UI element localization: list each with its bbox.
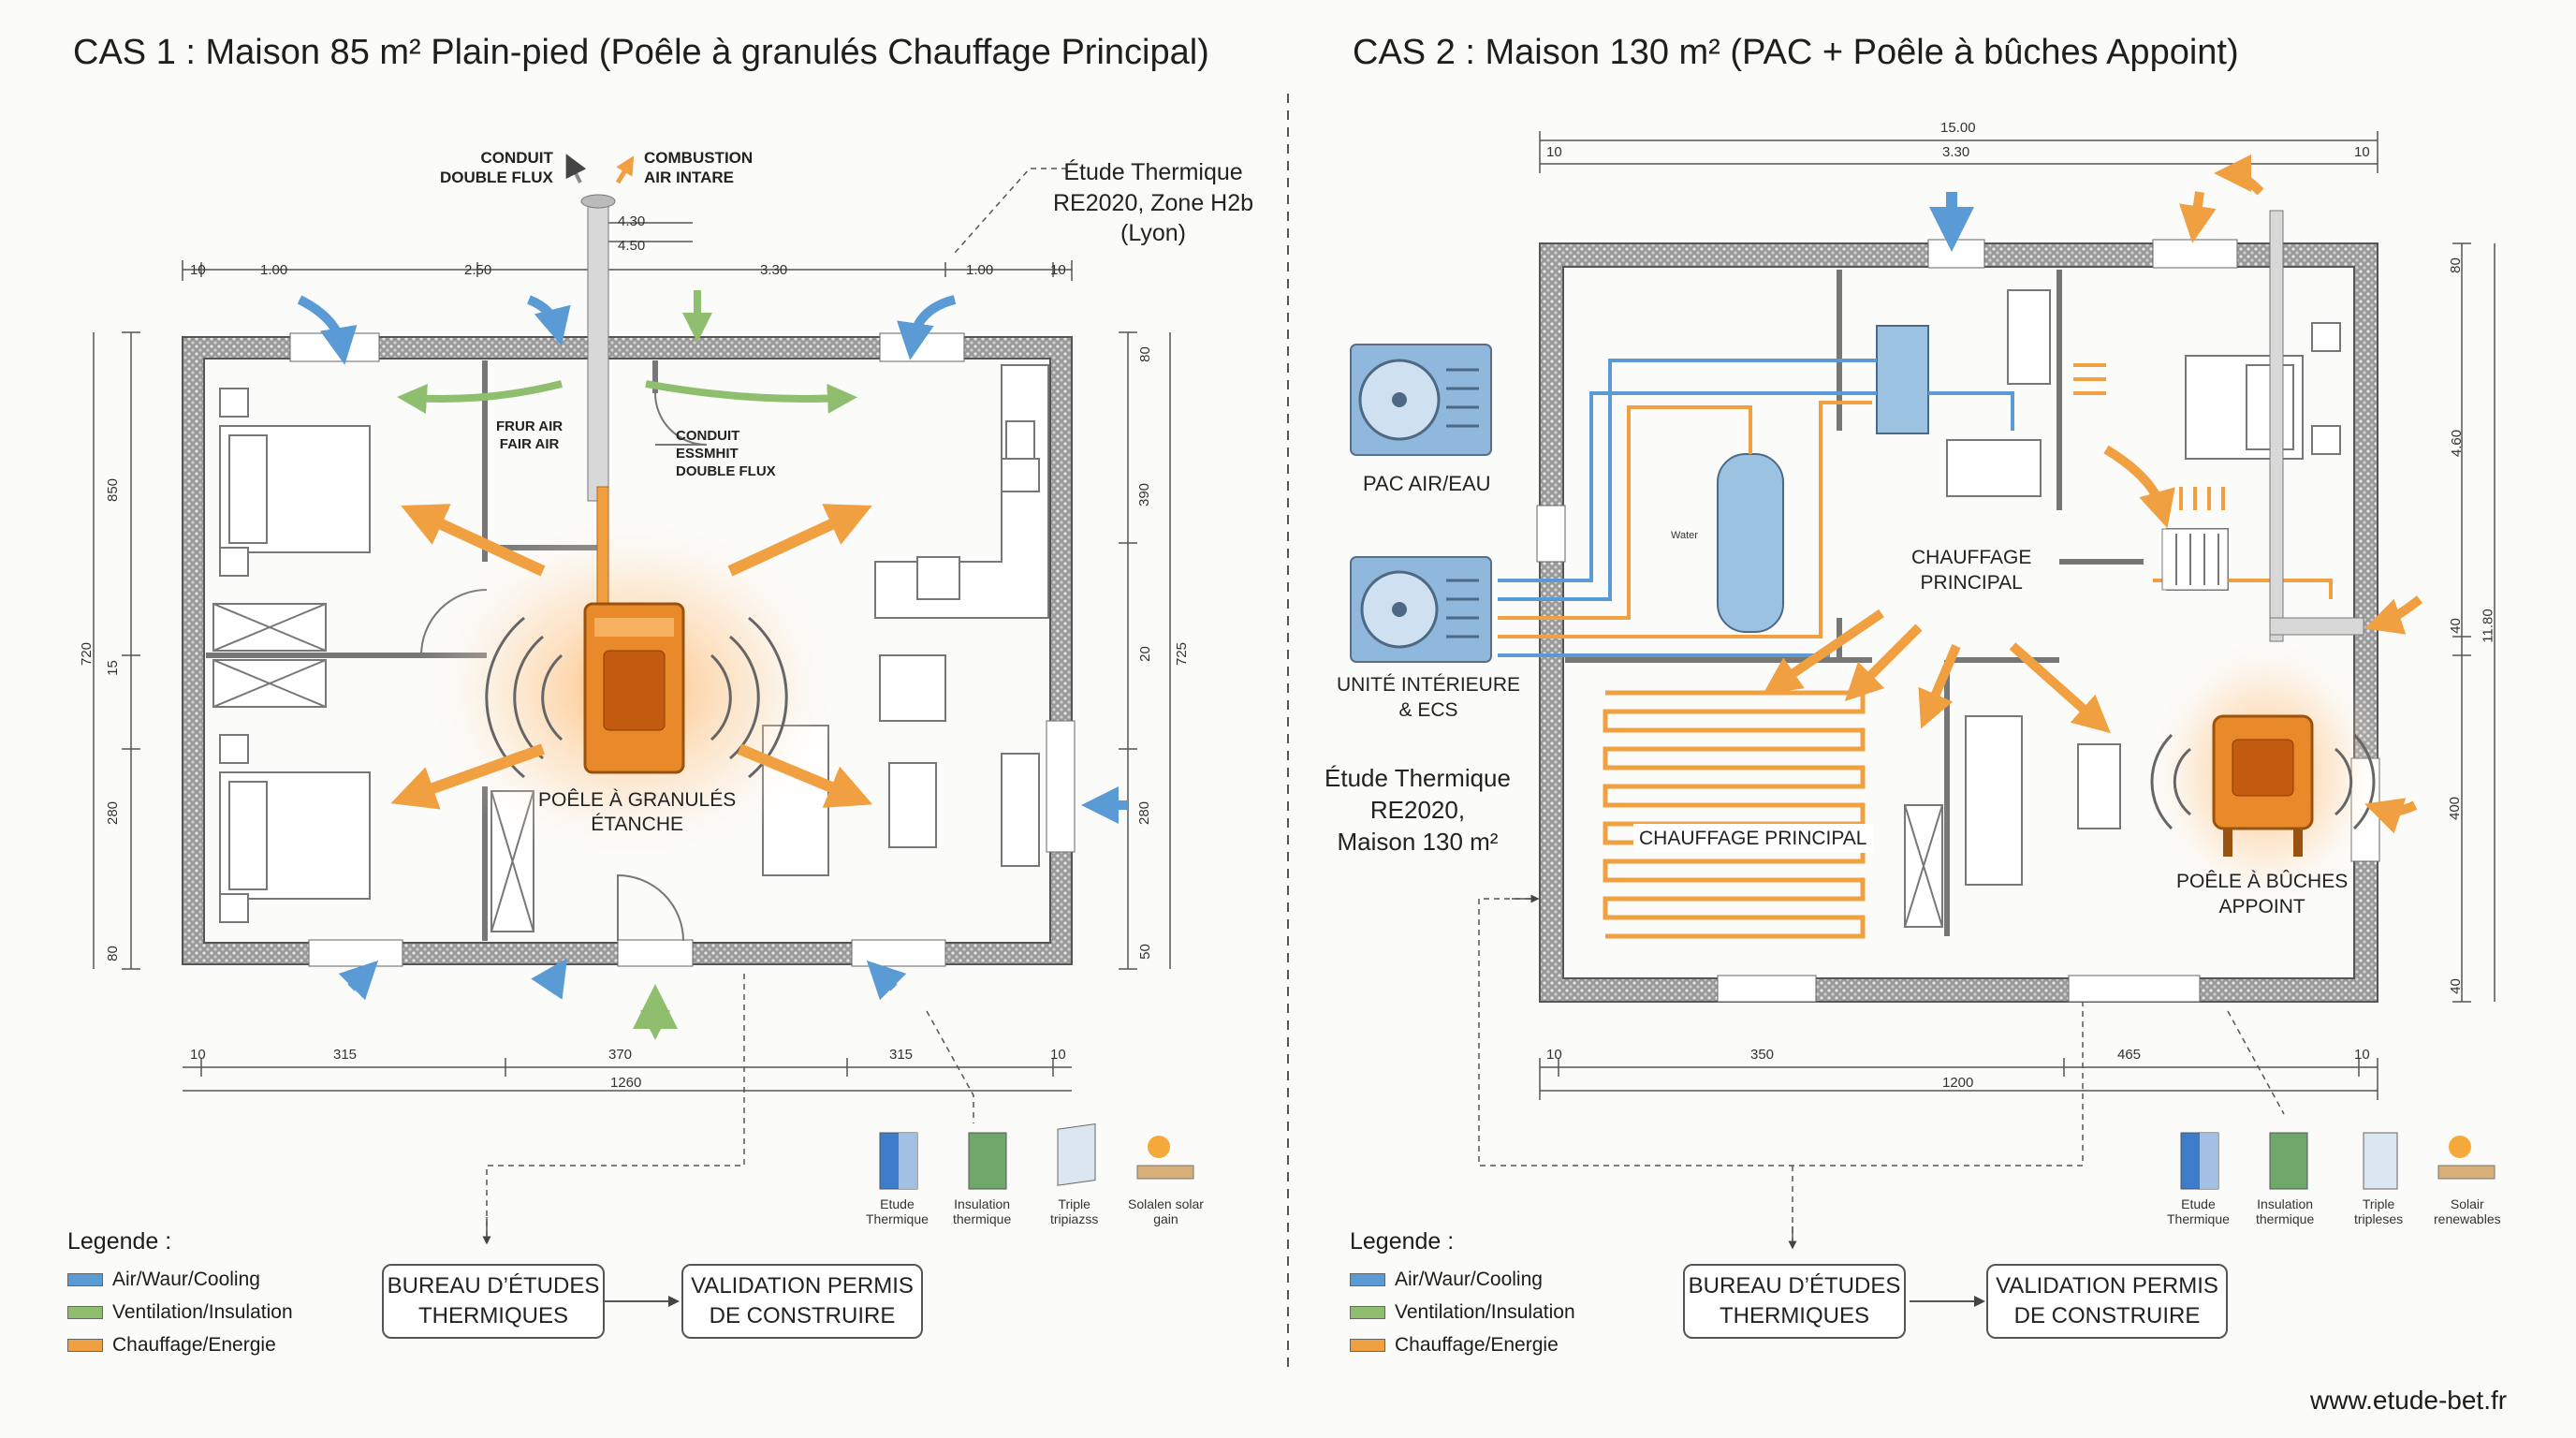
dim2-right-3: 11.80 [2480, 609, 2496, 643]
case2-material-0: Etude Thermique [2167, 1196, 2230, 1227]
dim2-top-3: 10 [2354, 144, 2370, 160]
dim-top-4: 1.00 [966, 262, 994, 278]
legend-title-case2: Legende : [1350, 1228, 1455, 1255]
dim-top-2: 2.50 [464, 262, 492, 278]
dim-right-3: 725 [1174, 641, 1191, 667]
dim-right-5: 50 [1136, 944, 1153, 960]
dim2-top-1: 3.30 [1942, 144, 1970, 160]
case2-title: CAS 2 : Maison 130 m² (PAC + Poêle à bûc… [1353, 33, 2239, 72]
dim-left-1: 720 [79, 641, 95, 667]
label-pac-air-eau: PAC AIR/EAU [1363, 472, 1491, 495]
dim-top-3: 3.30 [760, 262, 788, 278]
dim2-top-0: 15.00 [1940, 120, 1976, 136]
dim2-right-2: 40 [2447, 618, 2464, 634]
dim-bottom-2: 370 [608, 1047, 633, 1063]
legend-item-air: Air/Waur/Cooling [67, 1269, 260, 1291]
case2-validation-permis-box: VALIDATION PERMIS DE CONSTRUIRE [1986, 1264, 2228, 1339]
case2-bureau-etudes-box: BUREAU D’ÉTUDES THERMIQUES [1683, 1264, 1906, 1339]
dim-right-2: 20 [1136, 646, 1153, 662]
label-chauffage-principal-floor: CHAUFFAGE PRINCIPAL [1633, 824, 1873, 854]
case1-material-0: Etude Thermique [866, 1196, 929, 1227]
case1-bureau-etudes-box: BUREAU D’ÉTUDES THERMIQUES [382, 1264, 605, 1339]
case2-material-2: Triple tripleses [2354, 1196, 2404, 1227]
pellet-stove-icon [583, 602, 685, 774]
label-water: Water [1671, 530, 1698, 541]
dim-bottom-0: 10 [190, 1047, 206, 1063]
case1-material-2: Triple tripiazss [1050, 1196, 1099, 1227]
dim-bottom-3: 315 [889, 1047, 914, 1063]
label-conduit-double-flux: CONDUIT DOUBLE FLUX [440, 149, 553, 187]
legend-label-ventilation: Ventilation/Insulation [112, 1301, 293, 1323]
label-poele-buches: POÊLE À BÛCHES APPOINT [2176, 871, 2349, 918]
dim-chimney-0: 4.30 [618, 213, 646, 229]
dim-left-4: 80 [104, 946, 121, 961]
dim2-top-2: 10 [1546, 144, 1562, 160]
case2-material-3: Solair renewables [2434, 1196, 2501, 1227]
case2-plan [1350, 131, 2496, 1307]
dim-right-1: 390 [1136, 482, 1153, 507]
dim2-bottom-1: 350 [1750, 1047, 1775, 1063]
dim2-right-4: 400 [2447, 796, 2464, 821]
case1-material-3: Solalen solar gain [1128, 1196, 1204, 1227]
legend2-label-air: Air/Waur/Cooling [1395, 1269, 1543, 1290]
legend-title-case1: Legende : [67, 1228, 172, 1255]
case1-material-1: Insulation thermique [953, 1196, 1012, 1227]
case1-plan [93, 154, 1194, 1307]
label-combustion-air: COMBUSTION AIR INTARE [644, 149, 754, 187]
dim-total-bottom-case1: 1260 [610, 1075, 642, 1091]
label-conduit-essmhit: CONDUIT ESSMHIT DOUBLE FLUX [676, 428, 776, 479]
legend-item-chauffage: Chauffage/Energie [67, 1334, 276, 1357]
dim-right-0: 80 [1136, 346, 1153, 362]
legend2-swatch-orange [1350, 1339, 1385, 1352]
case1-material-icons [879, 1123, 1194, 1190]
case2-material-icons [2180, 1132, 2496, 1190]
dim2-bottom-2: 465 [2117, 1047, 2142, 1063]
dim-right-4: 280 [1136, 800, 1153, 826]
legend2-swatch-green [1350, 1306, 1385, 1319]
dim2-bottom-0: 10 [1546, 1047, 1562, 1063]
legend-item-ventilation: Ventilation/Insulation [67, 1301, 293, 1324]
dim2-right-5: 40 [2447, 978, 2464, 994]
dim-chimney-1: 4.50 [618, 238, 646, 254]
dim-top-1: 1.00 [260, 262, 288, 278]
legend-swatch-green [67, 1306, 103, 1319]
dim2-right-0: 80 [2447, 257, 2464, 273]
dim2-right-1: 4.60 [2449, 429, 2466, 458]
label-chauffage-principal-center: CHAUFFAGE PRINCIPAL [1911, 547, 2032, 594]
label-frur-air: FRUR AIR FAIR AIR [496, 418, 564, 452]
dim2-bottom-3: 10 [2354, 1047, 2370, 1063]
legend2-label-chauffage: Chauffage/Energie [1395, 1334, 1559, 1356]
legend2-item-chauffage: Chauffage/Energie [1350, 1334, 1559, 1357]
legend-swatch-blue [67, 1273, 103, 1286]
pac-outdoor-unit-icon [1350, 344, 1492, 456]
case2-material-1: Insulation thermique [2256, 1196, 2315, 1227]
legend2-item-ventilation: Ventilation/Insulation [1350, 1301, 1575, 1324]
dim-top-0: 10 [190, 262, 206, 278]
legend-swatch-orange [67, 1339, 103, 1352]
indoor-unit-icon [1350, 556, 1492, 663]
dim-top-5: 10 [1050, 262, 1066, 278]
case1-title: CAS 1 : Maison 85 m² Plain-pied (Poêle à… [73, 33, 1209, 72]
legend-label-air: Air/Waur/Cooling [112, 1269, 260, 1290]
dim-bottom-4: 10 [1050, 1047, 1066, 1063]
dim-bottom-1: 315 [333, 1047, 358, 1063]
label-etude-thermique-case1: Étude Thermique RE2020, Zone H2b (Lyon) [1053, 159, 1254, 246]
legend2-label-ventilation: Ventilation/Insulation [1395, 1301, 1575, 1323]
legend2-item-air: Air/Waur/Cooling [1350, 1269, 1543, 1291]
footer-url[interactable]: www.etude-bet.fr [2310, 1386, 2508, 1415]
dim-left-0: 850 [105, 477, 122, 503]
legend-label-chauffage: Chauffage/Energie [112, 1334, 276, 1356]
dim-total-bottom-case2: 1200 [1942, 1075, 1974, 1091]
wood-stove-icon [2212, 714, 2314, 857]
case1-validation-permis-box: VALIDATION PERMIS DE CONSTRUIRE [681, 1264, 923, 1339]
label-unite-interieure: UNITÉ INTÉRIEURE & ECS [1337, 674, 1521, 722]
legend2-swatch-blue [1350, 1273, 1385, 1286]
dim-left-2: 15 [104, 660, 121, 676]
dim-left-3: 280 [105, 800, 122, 826]
label-poele-granules: POÊLE À GRANULÉS ÉTANCHE [538, 789, 737, 836]
label-etude-thermique-case2: Étude Thermique RE2020, Maison 130 m² [1325, 764, 1511, 856]
